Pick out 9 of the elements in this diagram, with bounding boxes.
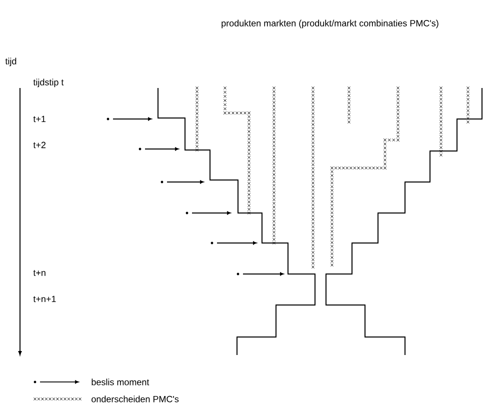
axis-label: t+1 [33,116,46,122]
axis-label: t+2 [33,142,46,148]
axis-label: tijd [5,58,16,66]
title: produkten markten (produkt/markt combinaties PMC's) [222,20,438,28]
axis-label: t+n+1 [33,296,56,302]
legend-label: beslis moment [92,378,150,386]
axis-label: t+n [33,270,46,276]
legend-label: onderscheiden PMC's [92,396,179,402]
axis-label: tijdstip t [33,78,64,88]
